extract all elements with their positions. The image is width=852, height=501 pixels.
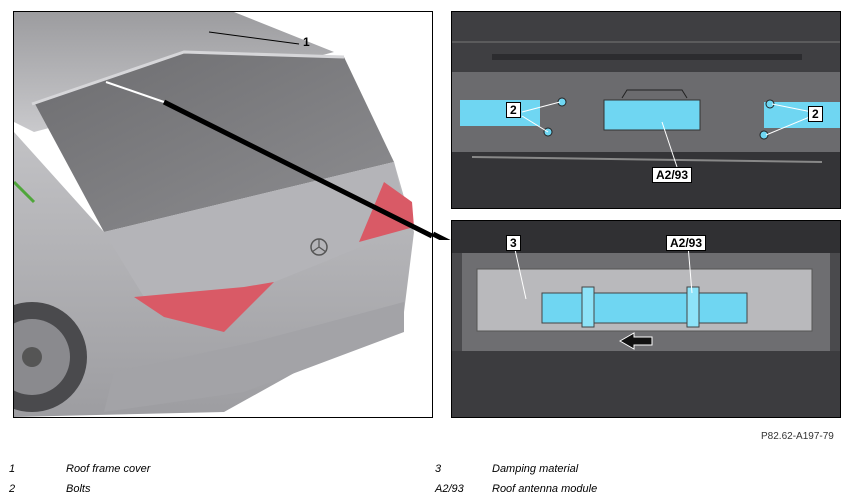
roof-detail-illustration — [452, 12, 840, 208]
legend-key-1: 1 — [9, 463, 16, 475]
callout-2-label-left: 2 — [506, 102, 521, 118]
callout-a293-label-bottom: A2/93 — [666, 235, 707, 251]
car-illustration — [14, 12, 432, 417]
legend-key-4: A2/93 — [435, 483, 464, 495]
legend-key-3: 3 — [435, 463, 442, 475]
callout-3-label: 3 — [506, 235, 521, 251]
callout-1-label: 1 — [303, 35, 310, 49]
figure-reference: P82.62-A197-79 — [761, 431, 834, 442]
legend-text-2: Bolts — [66, 483, 91, 495]
roof-detail-panel: 2 2 A2/93 — [451, 11, 841, 209]
module-detail-illustration — [452, 221, 840, 417]
pointer-connector — [433, 231, 451, 240]
legend-key-2: 2 — [9, 483, 16, 495]
car-rear-view-panel: 1 — [13, 11, 433, 418]
callout-2-label-right: 2 — [808, 106, 823, 122]
callout-a293-label-top: A2/93 — [652, 167, 693, 183]
module-detail-panel: 3 A2/93 — [451, 220, 841, 418]
legend-text-3: Damping material — [492, 463, 579, 475]
legend-text-4: Roof antenna module — [492, 483, 598, 495]
legend-text-1: Roof frame cover — [66, 463, 151, 475]
